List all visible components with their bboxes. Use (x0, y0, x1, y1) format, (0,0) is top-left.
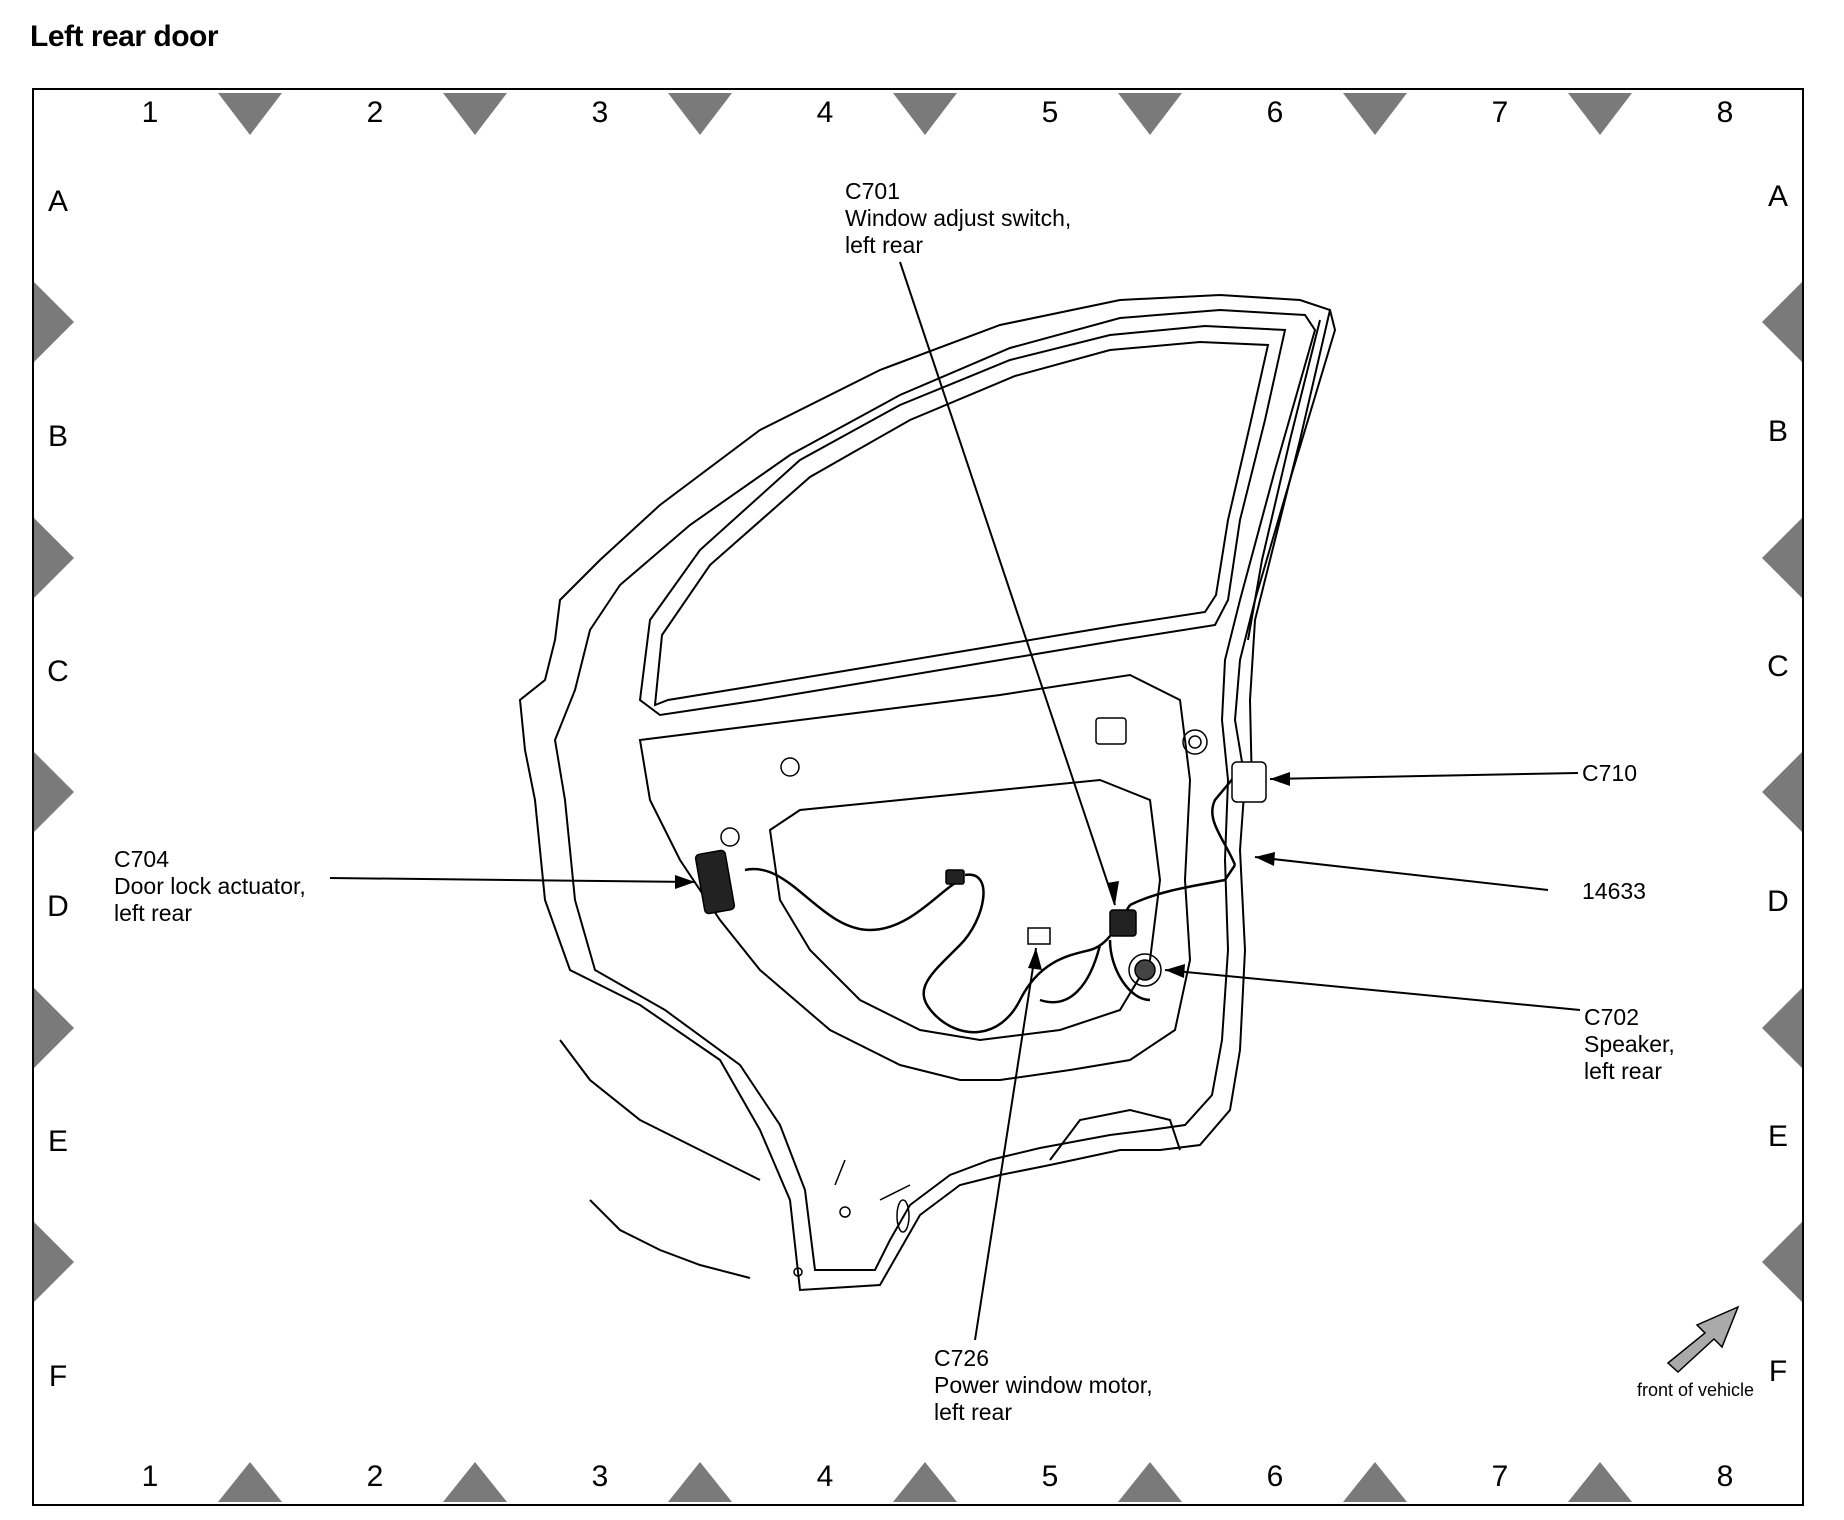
callout-c702-line2: left rear (1584, 1058, 1662, 1084)
door-details (720, 717, 1208, 1277)
grid-column-bottom-1: 1 (141, 1460, 159, 1493)
grid-row-right-b: B (1767, 415, 1788, 448)
grid-row-right-e: E (1767, 1120, 1788, 1153)
grid-column-bottom-5: 5 (1041, 1460, 1059, 1493)
grid-column-bottom-2: 2 (366, 1460, 384, 1493)
grid-column-top-6: 6 (1266, 96, 1284, 129)
callout-c701-line1: Window adjust switch, (845, 205, 1072, 231)
callout-c702-line1: Speaker, (1584, 1031, 1675, 1057)
grid-row-left-d: D (47, 890, 69, 923)
callout-c702-code: C702 (1584, 1004, 1639, 1030)
grid-row-right-d: D (1767, 885, 1789, 918)
leader-lines (329, 261, 1581, 1341)
leader-arrowheads (675, 772, 1290, 978)
grid-row-left-c: C (47, 655, 69, 688)
grid-row-left-a: A (47, 185, 68, 218)
callout-c702: C702 Speaker, left rear (1584, 1004, 1675, 1085)
grid-column-bottom-3: 3 (591, 1460, 609, 1493)
front-of-vehicle-arrow-icon (1666, 1305, 1740, 1374)
callout-c701-code: C701 (845, 178, 900, 204)
callout-c710: C710 (1582, 760, 1637, 787)
grid-markers (34, 93, 1802, 1502)
grid-column-top-8: 8 (1716, 96, 1734, 129)
grid-column-bottom-8: 8 (1716, 1460, 1734, 1493)
callout-c726-line1: Power window motor, (934, 1372, 1153, 1398)
wiring-harness (744, 769, 1241, 1034)
grid-column-top-4: 4 (816, 96, 834, 129)
grid-row-right-f: F (1768, 1355, 1788, 1388)
grid-row-left-e: E (47, 1125, 68, 1158)
door-outline (518, 293, 1337, 1292)
grid-column-bottom-6: 6 (1266, 1460, 1284, 1493)
grid-column-top-5: 5 (1041, 96, 1059, 129)
callout-14633-code: 14633 (1582, 878, 1646, 904)
callout-c726-line2: left rear (934, 1399, 1012, 1425)
grid-column-bottom-7: 7 (1491, 1460, 1509, 1493)
grid-row-right-c: C (1767, 650, 1789, 683)
callout-c726: C726 Power window motor, left rear (934, 1345, 1153, 1426)
diagram-frame (32, 88, 1804, 1506)
callout-c701-line2: left rear (845, 232, 923, 258)
callout-c726-code: C726 (934, 1345, 989, 1371)
callout-c704-line2: left rear (114, 900, 192, 926)
page-title: Left rear door (30, 20, 219, 53)
grid-column-top-2: 2 (366, 96, 384, 129)
grid-column-top-1: 1 (141, 96, 159, 129)
callout-c710-code: C710 (1582, 760, 1637, 786)
callout-c704-code: C704 (114, 846, 169, 872)
callout-c704-line1: Door lock actuator, (114, 873, 306, 899)
grid-row-right-a: A (1767, 180, 1788, 213)
grid-column-bottom-4: 4 (816, 1460, 834, 1493)
callout-c704: C704 Door lock actuator, left rear (114, 846, 306, 927)
grid-row-left-f: F (48, 1360, 68, 1393)
callout-14633: 14633 (1582, 878, 1646, 905)
connectors (694, 761, 1267, 945)
callout-c701: C701 Window adjust switch, left rear (845, 178, 1071, 259)
grid-row-left-b: B (47, 420, 68, 453)
front-of-vehicle-label: front of vehicle (1637, 1380, 1755, 1400)
grid-column-top-7: 7 (1491, 96, 1509, 129)
grid-column-top-3: 3 (591, 96, 609, 129)
